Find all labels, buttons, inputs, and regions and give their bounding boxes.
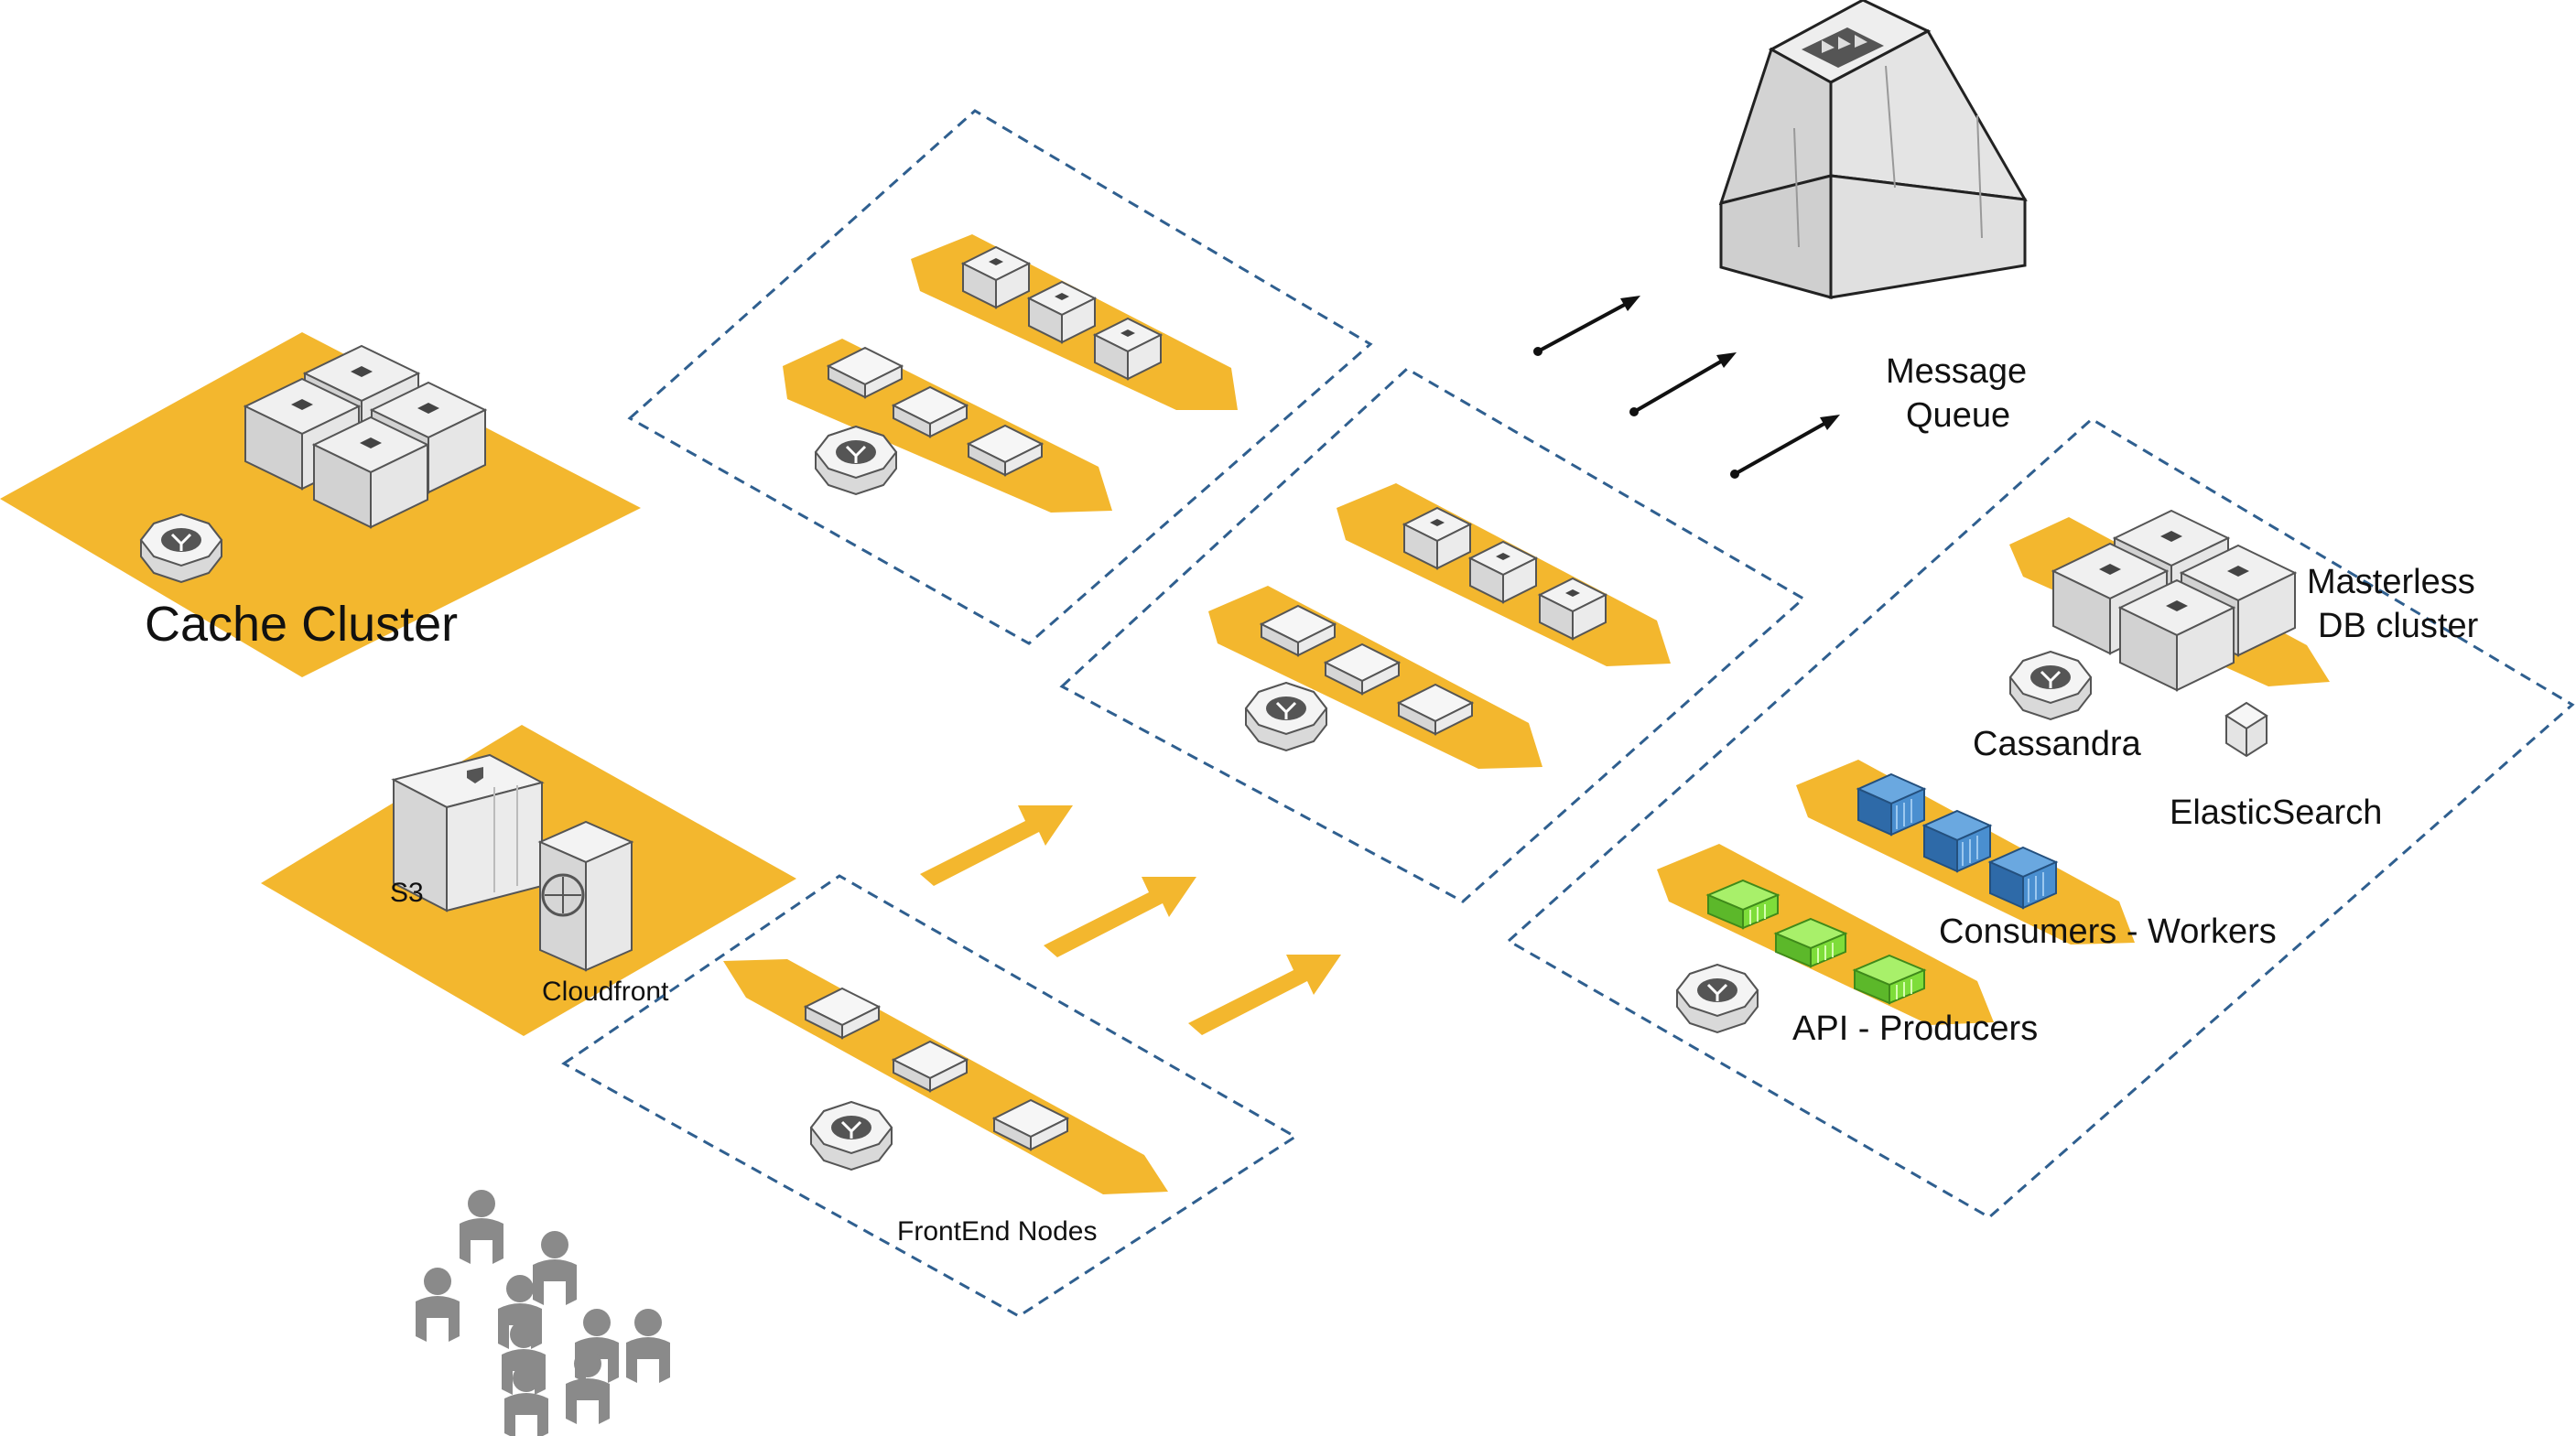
gateway-icon [2008,650,2093,721]
storage-icon [391,753,545,912]
queue-arrow [1734,419,1830,476]
middle-app-tier-group [1059,367,1806,903]
gateway-icon [809,1100,893,1171]
cache-cluster-group: Cache Cluster [0,332,641,677]
queue-arrow [1537,300,1630,353]
message-queue-label-line1: Message [1886,352,2027,391]
cache-cluster-label: Cache Cluster [145,597,458,652]
api-producers-label: API - Producers [1792,1010,2038,1048]
users-group [416,1190,670,1436]
gateway-icon [814,425,898,496]
flow-arrow [920,805,1073,886]
masterless-label-line2: DB cluster [2318,607,2479,645]
frontend-dashed-border [561,874,1298,1318]
frontend-nodes-label: FrontEnd Nodes [897,1216,1097,1247]
storage-cdn-group: S3 Cloudfront [261,725,796,1036]
gateway-icon [1244,681,1328,752]
consumers-workers-label: Consumers - Workers [1939,912,2277,951]
queue-arrows [1533,296,1840,479]
middle-tier-dashed-border [1059,367,1806,903]
user-icon [460,1190,503,1264]
upper-tier-dashed-border [627,109,1373,645]
message-queue-label-line2: Queue [1906,396,2010,435]
backend-group: Masterless DB cluster Cassandra ElasticS… [1506,417,2575,1219]
cdn-icon [537,820,634,972]
frontend-nodes-group: FrontEnd Nodes [561,874,1298,1318]
elasticsearch-label: ElasticSearch [2170,794,2382,832]
flow-arrow [1044,877,1196,957]
user-icon [566,1350,610,1424]
s3-label: S3 [390,878,424,908]
queue-arrow [1632,357,1727,414]
user-icon [416,1268,460,1342]
message-queue-icon [1718,0,2028,299]
backend-dashed-border [1506,417,2575,1219]
cassandra-label: Cassandra [1973,725,2142,763]
upper-app-tier-group [627,109,1373,645]
message-queue-group: Message Queue [1718,0,2028,435]
gateway-icon [139,513,223,584]
masterless-label-line1: Masterless [2307,563,2475,601]
gateway-icon [1675,963,1759,1034]
user-icon [533,1231,577,1305]
flow-arrows [920,805,1341,1035]
database-icon [2224,701,2268,758]
cloudfront-label: Cloudfront [542,977,669,1007]
user-icon [626,1309,670,1383]
cache-cluster-platform [0,332,641,677]
flow-arrow [1188,955,1341,1035]
